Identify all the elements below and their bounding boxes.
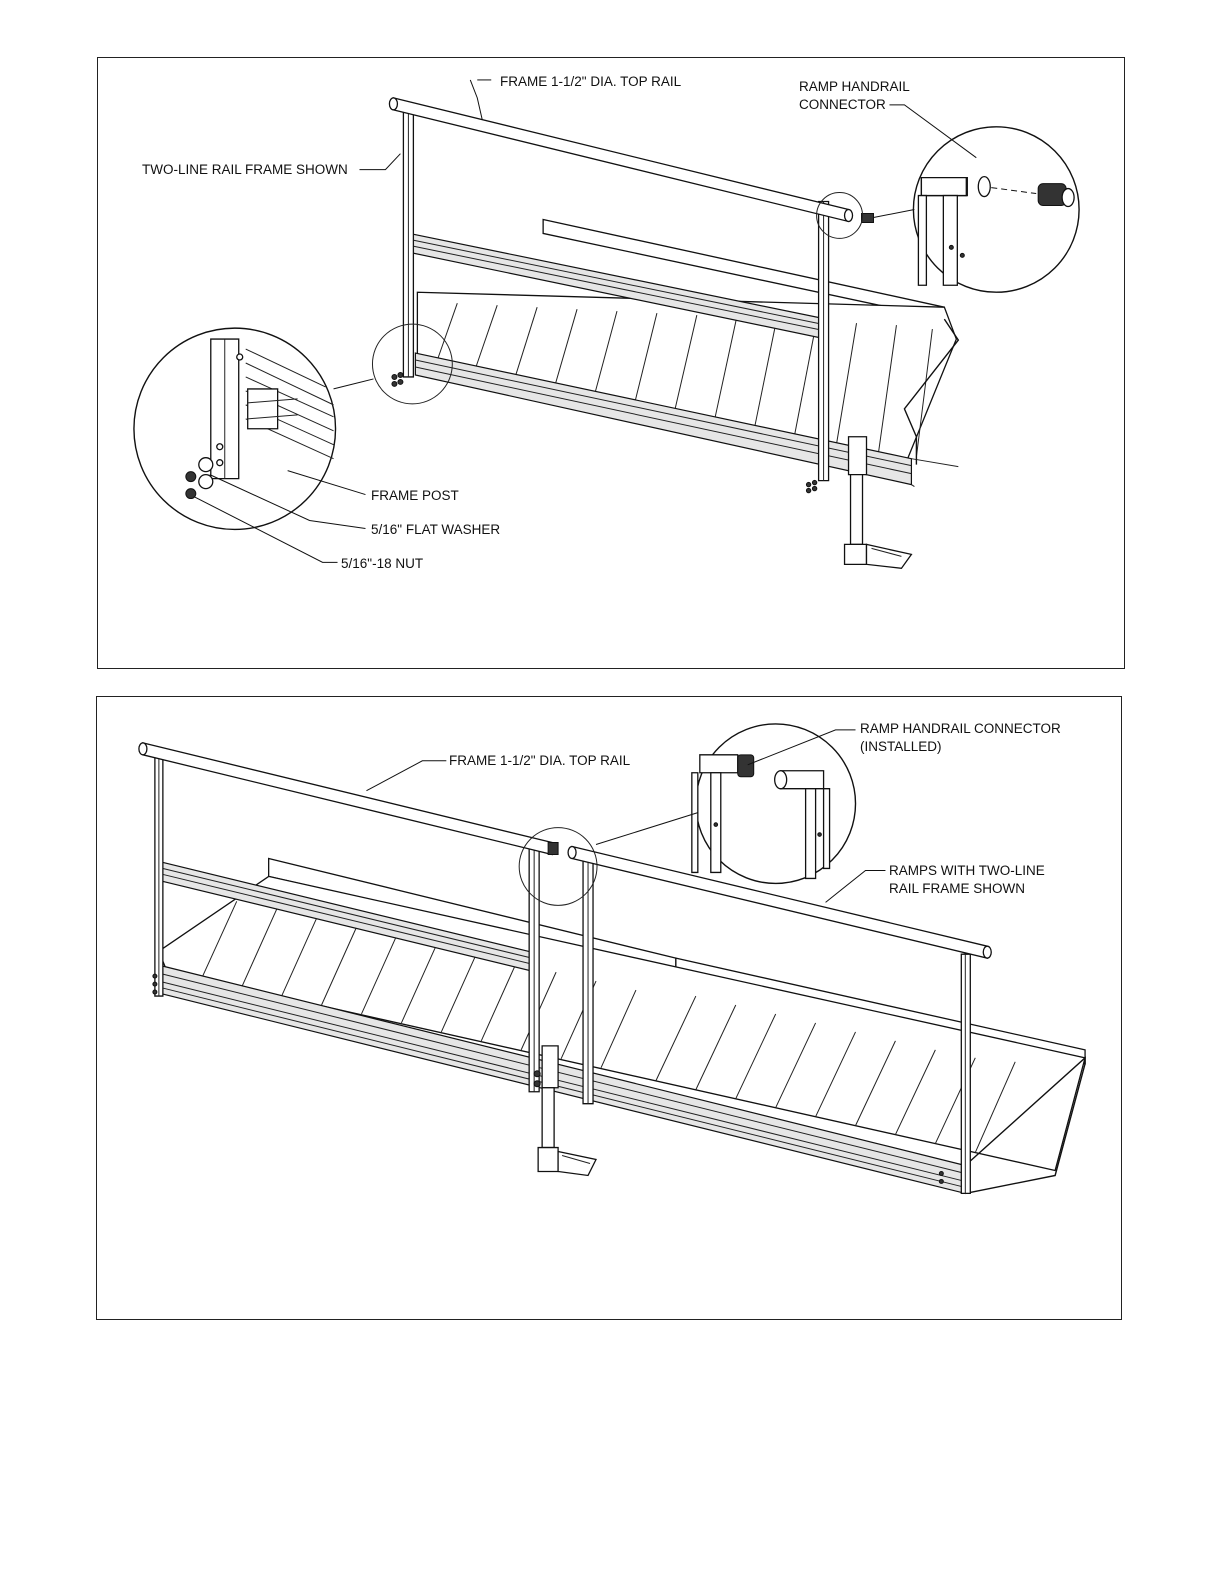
callout-nut: 5/16"-18 NUT [341,555,423,573]
leader-connector [889,105,976,158]
top-assembly-panel: FRAME 1-1/2" DIA. TOP RAIL TWO-LINE RAIL… [97,57,1125,669]
callout-connector-line1: RAMP HANDRAIL [799,78,910,96]
leader-top-rail-bottom [366,761,446,791]
leader-rail-frame [359,154,400,170]
callout-frame-post: FRAME POST [371,487,459,505]
leader-connector-installed [748,730,856,765]
top-rail-tube [393,98,848,222]
leader-top-rail [470,80,482,120]
callout-top-rail: FRAME 1-1/2" DIA. TOP RAIL [500,73,681,91]
callout-connector-installed-line1: RAMP HANDRAIL CONNECTOR [860,720,1061,738]
handrail-connector-small [862,213,874,222]
callout-rail-frame: TWO-LINE RAIL FRAME SHOWN [142,161,348,179]
connector-detail-view [913,127,1079,292]
post-hardware-right [806,480,816,492]
callout-ramps-line2: RAIL FRAME SHOWN [889,880,1025,898]
callout-connector-line2: CONNECTOR [799,96,886,114]
frame-post-detail-view [134,328,336,529]
top-assembly-drawing [98,58,1124,668]
bottom-assembly-drawing [97,697,1121,1319]
callout-top-rail-bottom: FRAME 1-1/2" DIA. TOP RAIL [449,752,630,770]
leader-ramps [826,870,886,902]
installed-connector-detail-view [692,724,856,883]
leader-nut [194,497,338,563]
bottom-assembly-panel: FRAME 1-1/2" DIA. TOP RAIL RAMP HANDRAIL… [96,696,1122,1320]
post-hardware-left [392,372,403,386]
installed-connector-small [548,843,558,855]
leader-frame-post [288,471,366,495]
callout-ramps-line1: RAMPS WITH TWO-LINE [889,862,1045,880]
callout-flat-washer: 5/16" FLAT WASHER [371,521,500,539]
callout-connector-installed-line2: (INSTALLED) [860,738,942,756]
leader-washer [210,475,366,529]
